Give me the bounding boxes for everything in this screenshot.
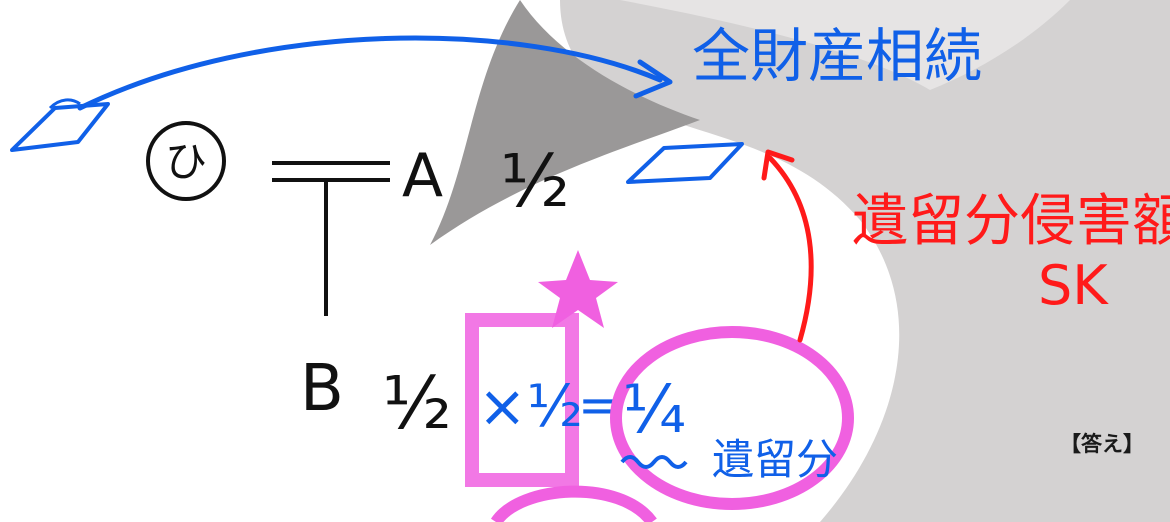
answer-label: 【答え】	[1060, 432, 1144, 456]
background-silhouette	[560, 0, 1170, 522]
heading-text: 全財産相続	[692, 22, 982, 90]
red-arrow-head-icon	[761, 149, 795, 181]
multiplier-highlight-box	[465, 313, 579, 487]
property-sketch-left-icon	[10, 102, 110, 152]
claim-text: 遺留分侵害額	[852, 189, 1170, 254]
heir-b-name: B	[300, 352, 344, 426]
arrow-head-icon	[633, 59, 673, 99]
decedent-circle-icon	[146, 121, 226, 201]
star-icon	[538, 250, 618, 328]
curved-arrow-icon	[77, 35, 663, 111]
result-highlight-ellipse	[610, 326, 854, 510]
claim-sub-text: SK	[1038, 254, 1109, 317]
multiplier-text: ×½	[478, 372, 583, 440]
heir-a-name: A	[402, 141, 443, 211]
bottom-highlight-arc	[490, 485, 657, 522]
decedent-mark: ひ	[165, 137, 207, 186]
red-arrow-icon	[767, 155, 814, 343]
property-sketch-right-icon	[626, 142, 744, 184]
iryubun-label: 遺留分	[712, 435, 838, 484]
heir-b-share: ½	[382, 361, 452, 445]
background-silhouette-inner	[430, 0, 700, 245]
background-silhouette-light	[620, 0, 1070, 90]
squiggle-underline	[620, 455, 688, 469]
result-fraction: ¼	[622, 371, 686, 448]
heir-a-share: ½	[500, 139, 570, 223]
